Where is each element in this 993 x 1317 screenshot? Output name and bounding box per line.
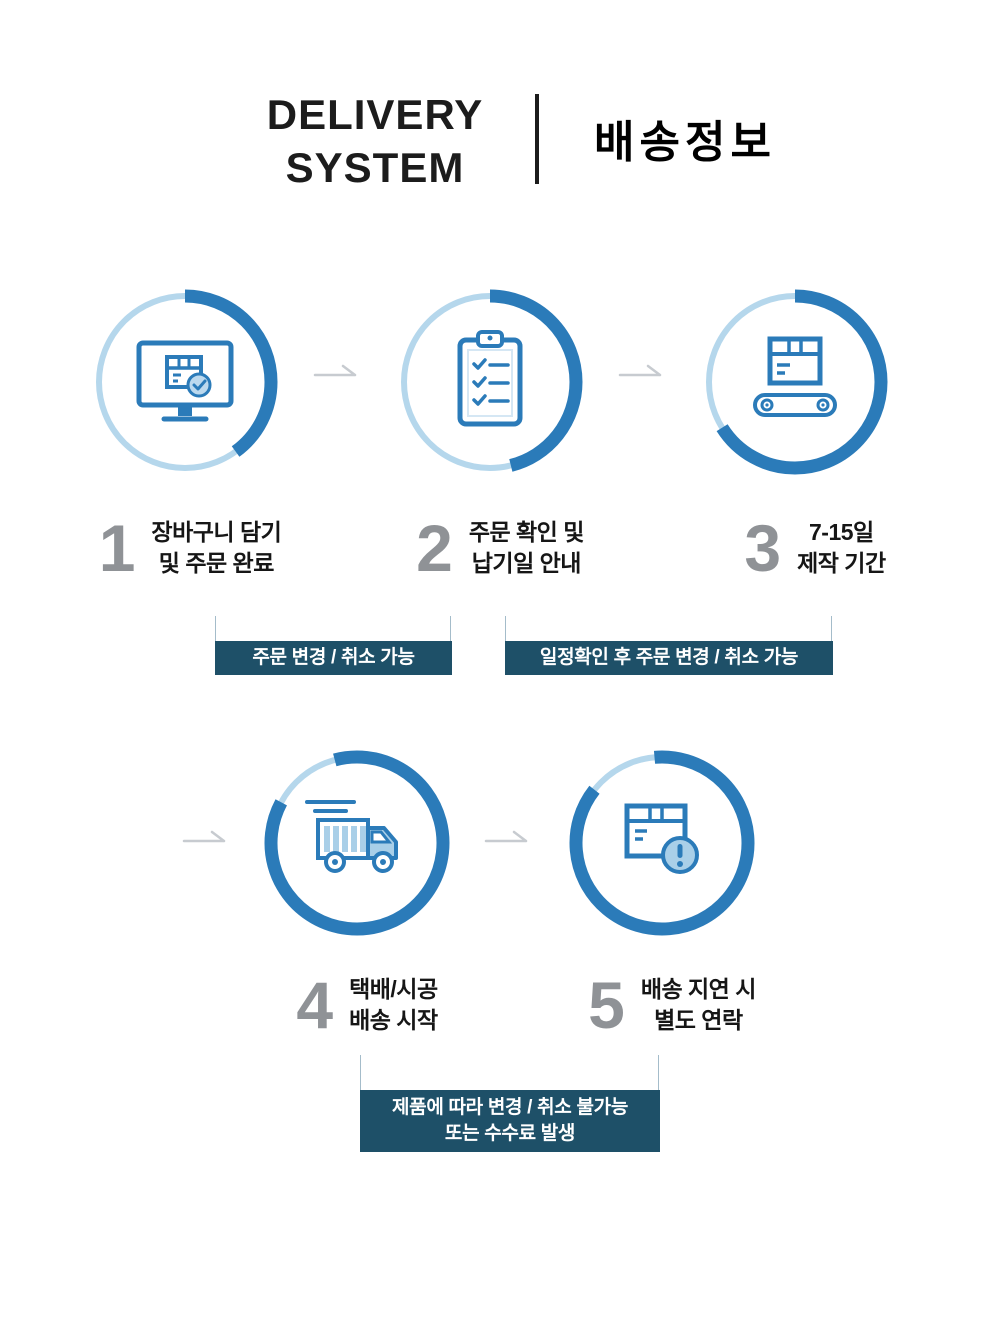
- title-line2: SYSTEM: [285, 144, 465, 191]
- clipboard-checklist-icon: [435, 327, 545, 437]
- page-title-en: DELIVERY SYSTEM: [240, 88, 510, 194]
- arrow-right-icon: [182, 830, 226, 843]
- step-label: 택배/시공 배송 시작: [349, 976, 438, 1033]
- monitor-order-check-icon: [130, 327, 240, 437]
- arrow-right-icon: [484, 830, 528, 843]
- step-4-circle: [262, 748, 452, 938]
- banner-bracket: [505, 616, 832, 641]
- step-3-circle: [700, 287, 890, 477]
- step-2-circle: [395, 287, 585, 477]
- step-number: 5: [588, 968, 625, 1042]
- step-label: 배송 지연 시 별도 연락: [640, 976, 757, 1033]
- step-label: 주문 확인 및 납기일 안내: [468, 519, 585, 576]
- arrow-right-icon: [618, 364, 662, 377]
- step-5-circle: [567, 748, 757, 938]
- step-1-circle: [90, 287, 280, 477]
- step-number: 4: [296, 968, 334, 1042]
- step-4-caption: 4 택배/시공 배송 시작: [252, 963, 482, 1047]
- step-1-caption: 1 장바구니 담기 및 주문 완료: [75, 506, 305, 590]
- banner-bracket: [360, 1055, 659, 1090]
- step-number: 2: [416, 511, 453, 585]
- step-3-caption: 3 7-15일 제작 기간: [700, 506, 930, 590]
- step-5-caption: 5 배송 지연 시 별도 연락: [557, 963, 787, 1047]
- arrow-right-icon: [313, 364, 357, 377]
- step-label: 장바구니 담기 및 주문 완료: [151, 519, 282, 576]
- page-title-ko: 배송정보: [594, 118, 776, 167]
- banner-product-restriction: 제품에 따라 변경 / 취소 불가능 또는 수수료 발생: [360, 1090, 660, 1152]
- box-alert-icon: [607, 788, 717, 898]
- banner-schedule-change: 일정확인 후 주문 변경 / 취소 가능: [505, 641, 833, 675]
- delivery-truck-icon: [302, 788, 412, 898]
- step-number: 1: [98, 511, 136, 585]
- banner-order-change: 주문 변경 / 취소 가능: [215, 641, 452, 675]
- step-label: 7-15일 제작 기간: [797, 519, 886, 576]
- step-2-caption: 2 주문 확인 및 납기일 안내: [385, 506, 615, 590]
- step-number: 3: [744, 511, 782, 585]
- box-conveyor-icon: [740, 327, 850, 437]
- title-line1: DELIVERY: [266, 91, 484, 138]
- title-divider: [535, 94, 539, 184]
- banner-bracket: [215, 616, 451, 641]
